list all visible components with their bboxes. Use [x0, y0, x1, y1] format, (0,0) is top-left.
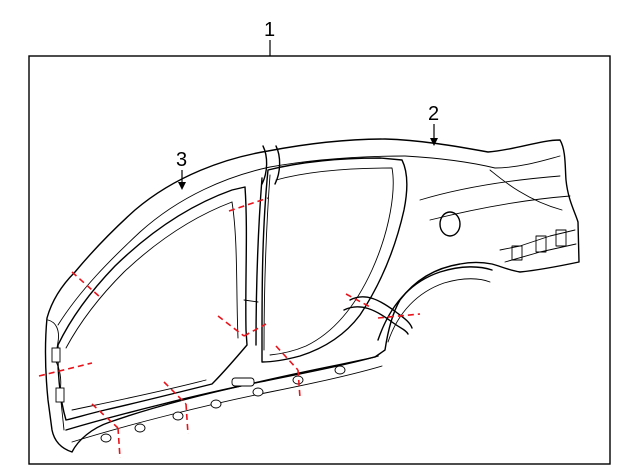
hinge-pocket: [55, 387, 65, 403]
sill-hole: [252, 387, 264, 397]
hinge-pocket: [51, 347, 61, 363]
cut-line: [185, 403, 189, 435]
cut-lines: [38, 197, 421, 459]
sill-hole: [210, 399, 222, 409]
cut-line: [228, 197, 269, 212]
cut-line: [297, 369, 301, 399]
cut-line: [345, 293, 373, 309]
fuel-door: [439, 211, 461, 237]
cut-line: [117, 427, 121, 459]
cut-line: [275, 345, 299, 371]
callout-3-arrow: [178, 170, 186, 190]
callout-1-label: 1: [264, 19, 275, 41]
cut-line: [377, 313, 421, 319]
cut-line: [38, 362, 93, 377]
sill-hole: [172, 411, 184, 421]
cut-line: [91, 403, 119, 429]
body-side-panel: [44, 138, 580, 453]
sill-hole: [334, 365, 346, 375]
sill-slot: [231, 377, 255, 387]
callout-3-label: 3: [176, 149, 187, 171]
diagram-frame: [28, 55, 611, 465]
cut-line: [71, 271, 102, 299]
sill-hole: [134, 423, 146, 433]
callout-2-label: 2: [428, 103, 439, 125]
cut-line: [217, 315, 245, 337]
cut-line: [163, 381, 187, 405]
sill-hole: [292, 375, 304, 385]
cut-line: [243, 323, 267, 337]
sill-hole: [100, 433, 112, 443]
callout-2-arrow: [430, 124, 438, 146]
